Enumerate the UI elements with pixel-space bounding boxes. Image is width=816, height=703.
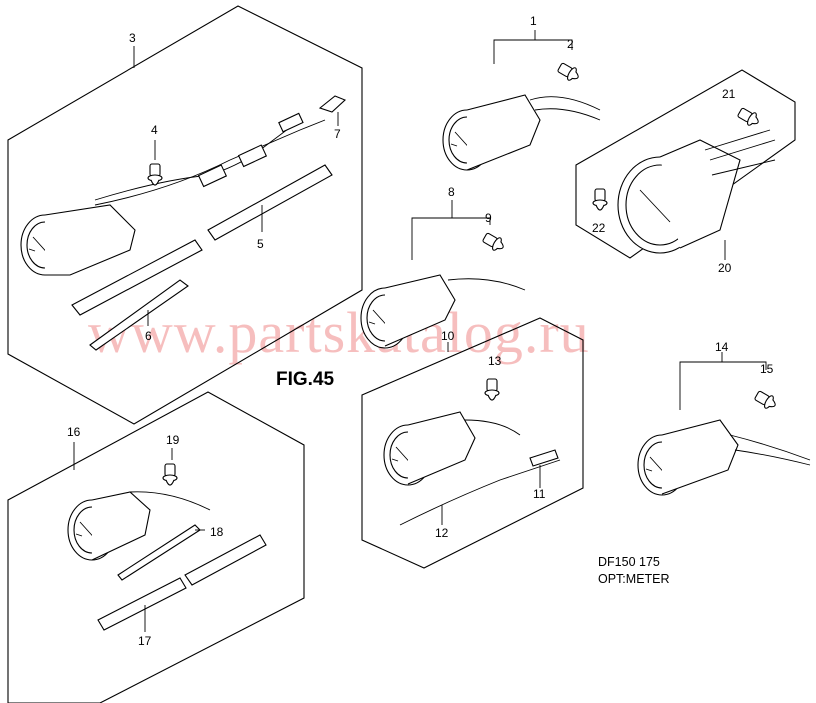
callout-3: 3: [129, 31, 136, 45]
callout-20: 20: [718, 261, 732, 275]
callout-labels: 1 2 3 4 5 6 7 8 9 10 11 12 13 14 15 16 1…: [67, 14, 774, 648]
callout-17: 17: [138, 634, 152, 648]
callout-15: 15: [760, 362, 774, 376]
callout-14: 14: [715, 340, 729, 354]
assembly-8: [360, 200, 526, 349]
callout-10: 10: [441, 329, 455, 343]
callout-11: 11: [533, 487, 546, 501]
callout-5: 5: [257, 237, 264, 251]
callout-2: 2: [567, 37, 574, 51]
callout-9: 9: [485, 211, 492, 225]
model-caption: DF150 175: [598, 555, 660, 569]
assembly-20: [575, 69, 796, 260]
callout-1: 1: [530, 14, 537, 28]
callout-6: 6: [145, 329, 152, 343]
callout-16: 16: [67, 425, 81, 439]
assembly-1: [442, 30, 601, 171]
assembly-3: [7, 5, 363, 425]
figure-title: FIG.45: [276, 369, 335, 390]
callout-4: 4: [151, 123, 158, 137]
assembly-10: [361, 317, 584, 569]
callout-22: 22: [592, 221, 606, 235]
callout-21: 21: [722, 87, 736, 101]
callout-7: 7: [334, 127, 341, 141]
callout-8: 8: [448, 185, 455, 199]
section-caption: OPT:METER: [598, 572, 670, 586]
watermark: www.partskatalog.ru: [88, 300, 590, 365]
callout-19: 19: [166, 433, 180, 447]
callout-13: 13: [488, 354, 502, 368]
assembly-14: [637, 352, 811, 496]
assembly-16: [7, 391, 305, 703]
callout-18: 18: [210, 525, 224, 539]
callout-12: 12: [435, 526, 449, 540]
